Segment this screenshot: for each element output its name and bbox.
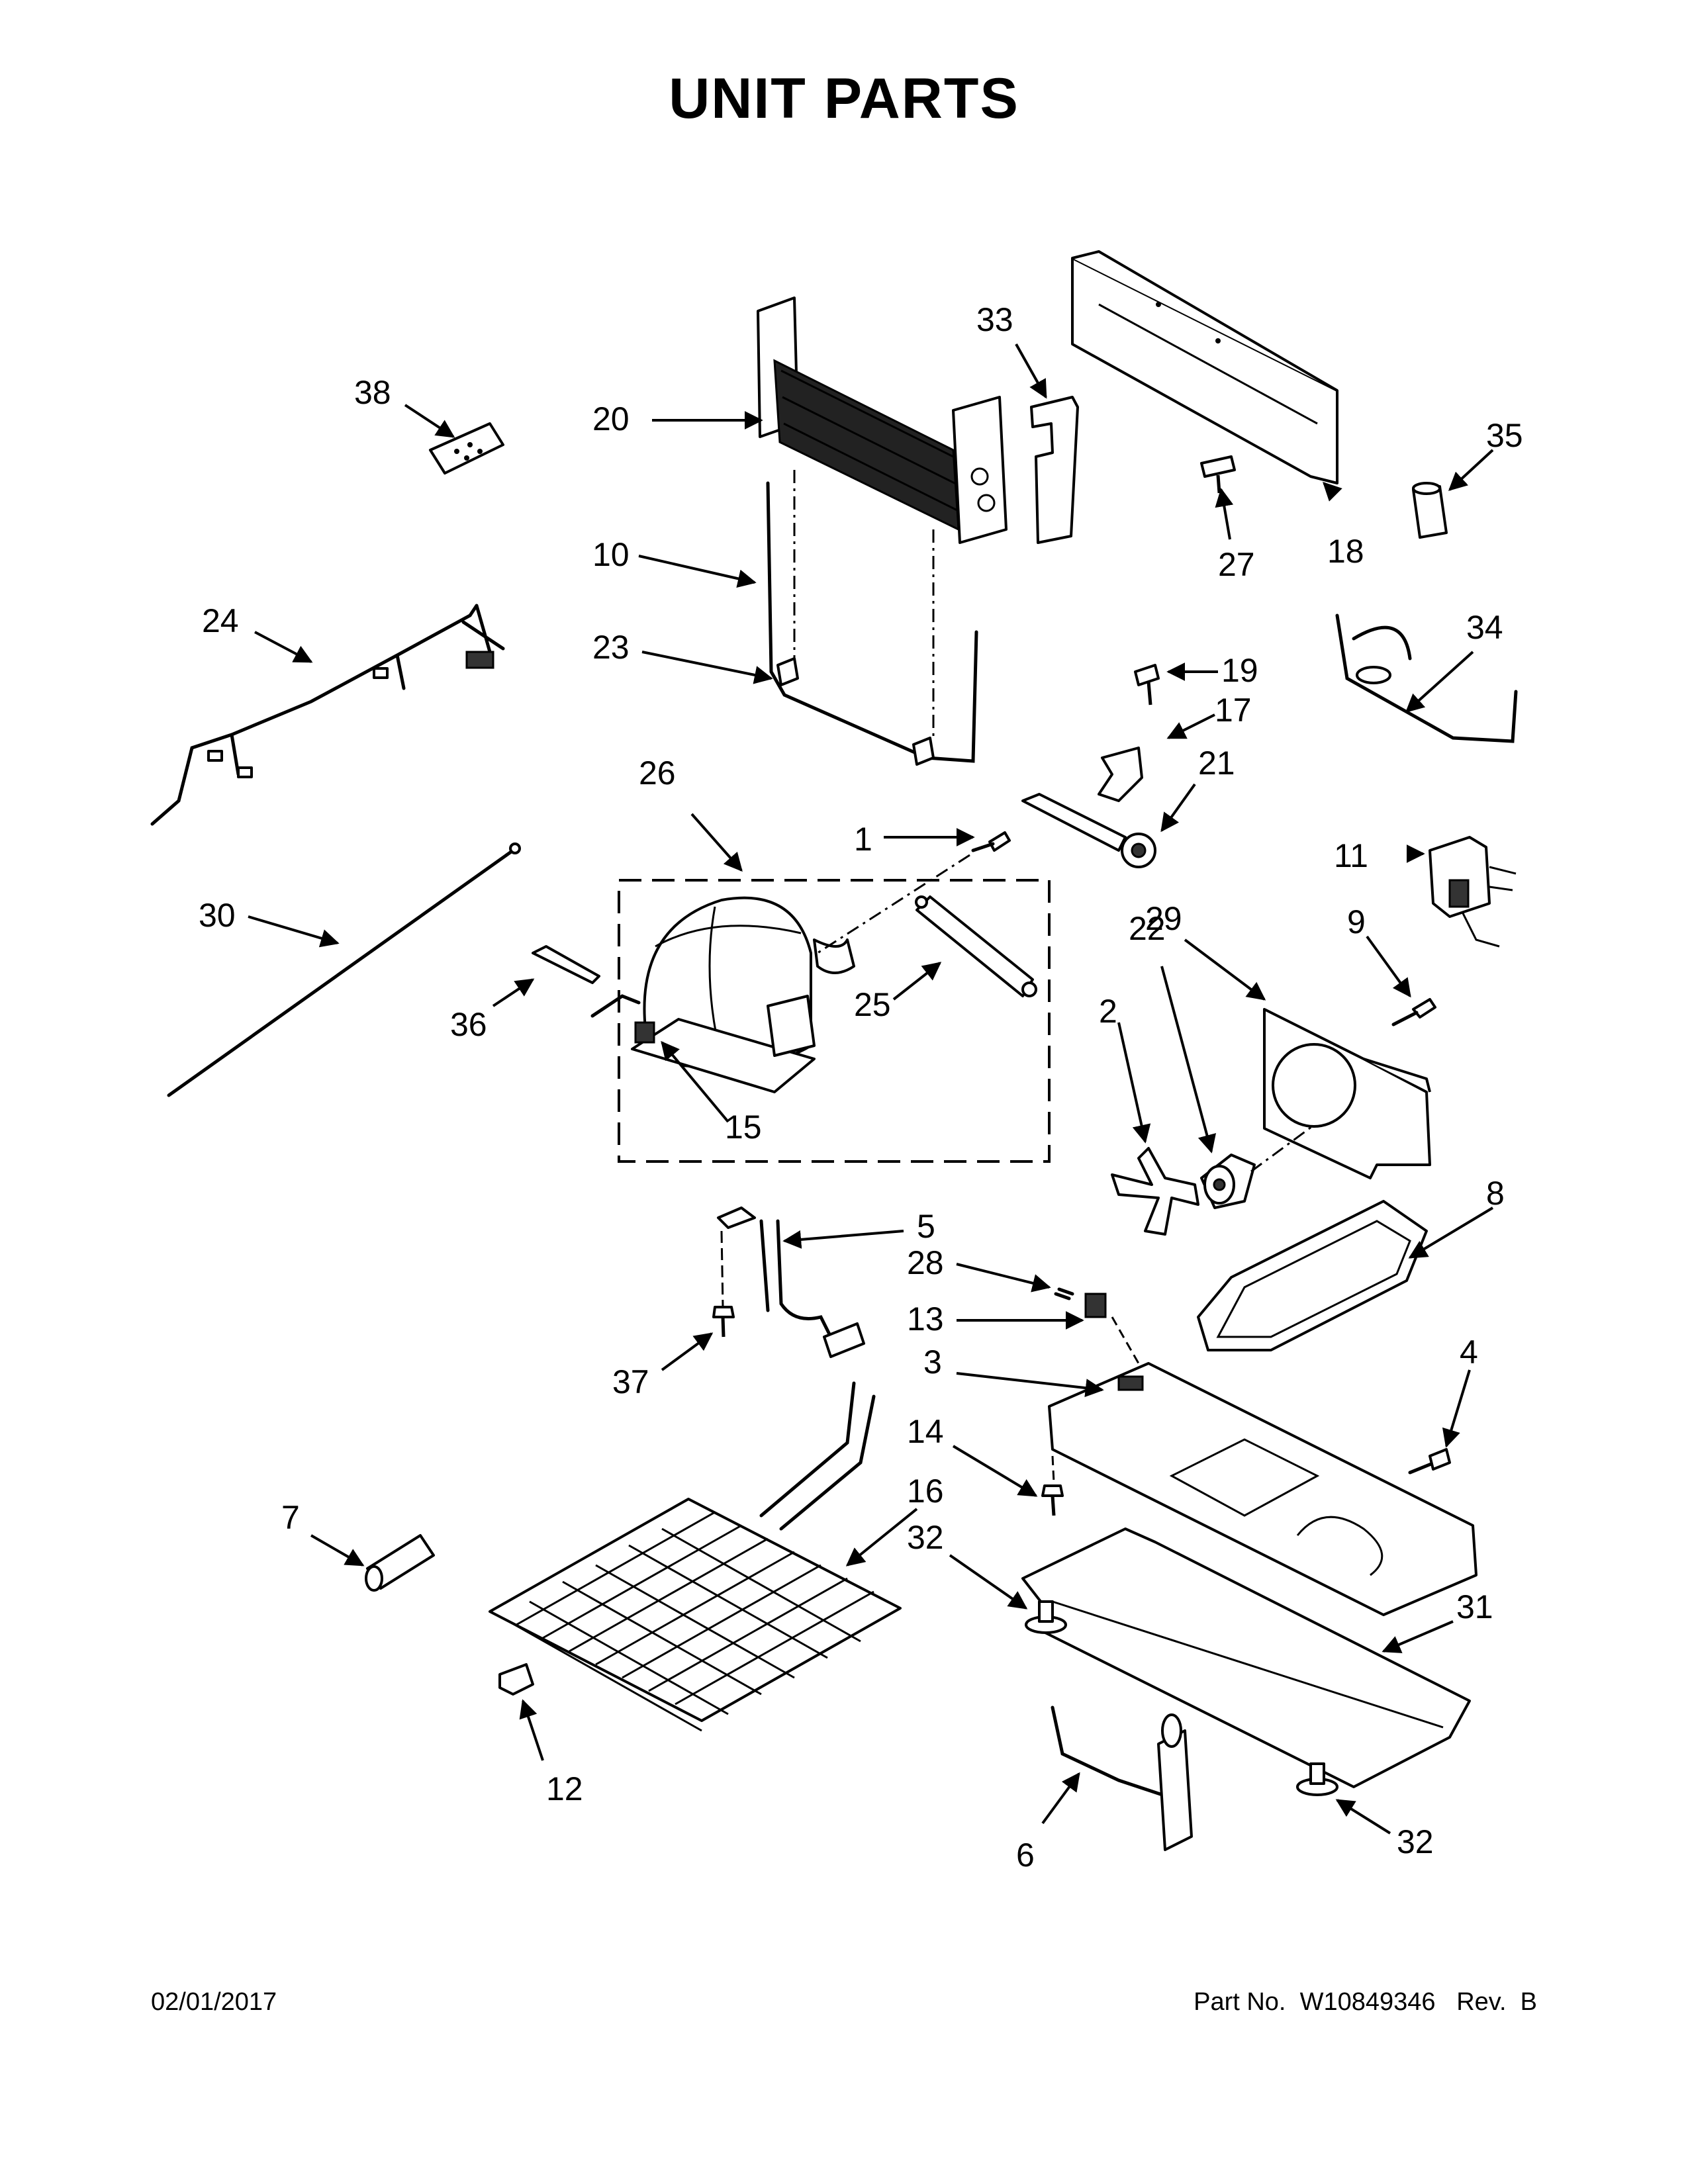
base-plate-part bbox=[1048, 1362, 1477, 1616]
callout-labels: 1 2 3 4 5 6 7 8 9 10 11 12 13 14 15 16 1… bbox=[199, 301, 1523, 1874]
screw-part-1 bbox=[817, 831, 1011, 954]
filter-drier-part bbox=[915, 895, 1037, 997]
callout-15: 15 bbox=[725, 1109, 762, 1146]
callout-32a: 32 bbox=[907, 1519, 944, 1556]
callout-5: 5 bbox=[917, 1208, 935, 1245]
callout-3: 3 bbox=[923, 1343, 942, 1381]
callout-32b: 32 bbox=[1397, 1823, 1434, 1860]
screw-part-19 bbox=[1134, 664, 1160, 705]
callout-29: 29 bbox=[1145, 900, 1182, 937]
callout-7: 7 bbox=[281, 1499, 300, 1536]
callout-20: 20 bbox=[592, 400, 630, 437]
callout-35: 35 bbox=[1486, 417, 1523, 454]
screw-part-27 bbox=[1200, 455, 1236, 494]
screw-part-9 bbox=[1391, 998, 1436, 1026]
drain-pan-part bbox=[1197, 1200, 1428, 1351]
relay-part bbox=[1429, 836, 1517, 948]
callout-38: 38 bbox=[354, 374, 391, 411]
callout-28: 28 bbox=[907, 1244, 944, 1281]
fan-shroud-part bbox=[1071, 250, 1338, 484]
bracket-part-17 bbox=[1098, 747, 1143, 802]
callout-10: 10 bbox=[592, 536, 630, 573]
compressor-group-box bbox=[618, 879, 1051, 1163]
thermal-fuse-part bbox=[1051, 1706, 1193, 1851]
callout-22: 22 bbox=[1129, 910, 1166, 947]
thermistor-part bbox=[1021, 793, 1156, 868]
page-title: UNIT PARTS bbox=[669, 67, 1019, 130]
control-board-part bbox=[429, 422, 504, 475]
callout-14: 14 bbox=[907, 1413, 944, 1450]
insulation-tube-part bbox=[365, 1534, 435, 1592]
callout-2: 2 bbox=[1099, 993, 1117, 1030]
capacitor-part bbox=[1412, 482, 1448, 539]
screw-part-4 bbox=[1408, 1448, 1451, 1475]
callout-24: 24 bbox=[202, 602, 239, 639]
callout-4: 4 bbox=[1460, 1334, 1478, 1371]
callout-37: 37 bbox=[612, 1363, 649, 1400]
callout-6: 6 bbox=[1016, 1837, 1035, 1874]
callout-leaders bbox=[248, 343, 1494, 1835]
screw-part-14 bbox=[1041, 1455, 1064, 1516]
callout-9: 9 bbox=[1347, 903, 1366, 940]
screw-part-37 bbox=[712, 1230, 735, 1338]
callout-17: 17 bbox=[1215, 692, 1252, 729]
callout-34: 34 bbox=[1466, 609, 1503, 646]
tubing-part-34 bbox=[1335, 614, 1518, 743]
drain-tube-part bbox=[717, 1206, 865, 1358]
tube-part-36 bbox=[590, 994, 641, 1018]
spring-part bbox=[1054, 1287, 1074, 1300]
leveling-foot-part-a bbox=[1025, 1600, 1067, 1634]
callout-12: 12 bbox=[546, 1770, 583, 1807]
callout-33: 33 bbox=[976, 301, 1013, 338]
callout-36: 36 bbox=[450, 1006, 487, 1043]
wire-harness-part bbox=[150, 604, 505, 826]
callout-21: 21 bbox=[1198, 745, 1235, 782]
condenser-bracket-part bbox=[1030, 396, 1079, 544]
fan-motor-part bbox=[1200, 1124, 1315, 1209]
callout-13: 13 bbox=[907, 1300, 944, 1338]
grommet-part-13 bbox=[1084, 1293, 1140, 1364]
bracket-part-36 bbox=[532, 945, 600, 984]
condenser-part bbox=[757, 296, 1008, 741]
evaporator-fan-shroud-part bbox=[1263, 1008, 1431, 1179]
callout-31: 31 bbox=[1456, 1588, 1493, 1625]
footer-date: 02/01/2017 bbox=[151, 1988, 277, 2016]
tube-part-30 bbox=[167, 842, 521, 1097]
callout-11: 11 bbox=[1334, 837, 1368, 874]
callout-8: 8 bbox=[1486, 1175, 1505, 1212]
callout-18: 18 bbox=[1327, 533, 1364, 570]
evaporator-tubing-part bbox=[766, 481, 978, 766]
footer-part-number: Part No. W10849346 Rev. B bbox=[1194, 1988, 1537, 2016]
evaporator-coil-part bbox=[489, 1381, 902, 1732]
compressor-part bbox=[631, 896, 855, 1093]
callout-26: 26 bbox=[639, 754, 676, 792]
callout-27: 27 bbox=[1218, 546, 1255, 583]
callout-16: 16 bbox=[907, 1473, 944, 1510]
callout-23: 23 bbox=[592, 629, 630, 666]
callout-1: 1 bbox=[854, 821, 872, 858]
leveling-foot-part-b bbox=[1296, 1762, 1338, 1796]
callout-25: 25 bbox=[854, 986, 891, 1023]
grommet-part bbox=[634, 1021, 655, 1044]
clip-part bbox=[498, 1663, 534, 1696]
fan-blade-part bbox=[1111, 1147, 1199, 1236]
callout-30: 30 bbox=[199, 897, 236, 934]
callout-19: 19 bbox=[1221, 652, 1258, 689]
